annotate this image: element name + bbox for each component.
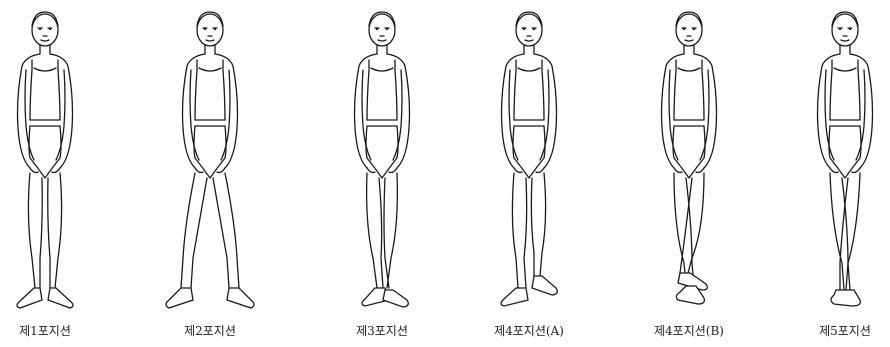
figure-position-4a xyxy=(474,8,584,308)
dancer-illustration-1 xyxy=(0,8,100,308)
caption-position-4a: 제4포지션(A) xyxy=(464,322,594,339)
caption-position-4b: 제4포지션(B) xyxy=(624,322,754,339)
dancer-illustration-5 xyxy=(790,8,890,308)
figure-position-1 xyxy=(0,8,100,308)
figure-position-5 xyxy=(790,8,890,308)
figure-position-4b xyxy=(634,8,744,308)
dancer-illustration-3 xyxy=(327,8,437,308)
dancer-illustration-4b xyxy=(634,8,744,308)
caption-position-2: 제2포지션 xyxy=(145,322,275,339)
caption-position-5: 제5포지션 xyxy=(780,322,890,339)
figure-position-3 xyxy=(327,8,437,308)
caption-position-1: 제1포지션 xyxy=(0,322,110,339)
dancer-illustration-4a xyxy=(474,8,584,308)
figure-position-2 xyxy=(155,8,265,308)
caption-position-3: 제3포지션 xyxy=(317,322,447,339)
dancer-illustration-2 xyxy=(155,8,265,308)
